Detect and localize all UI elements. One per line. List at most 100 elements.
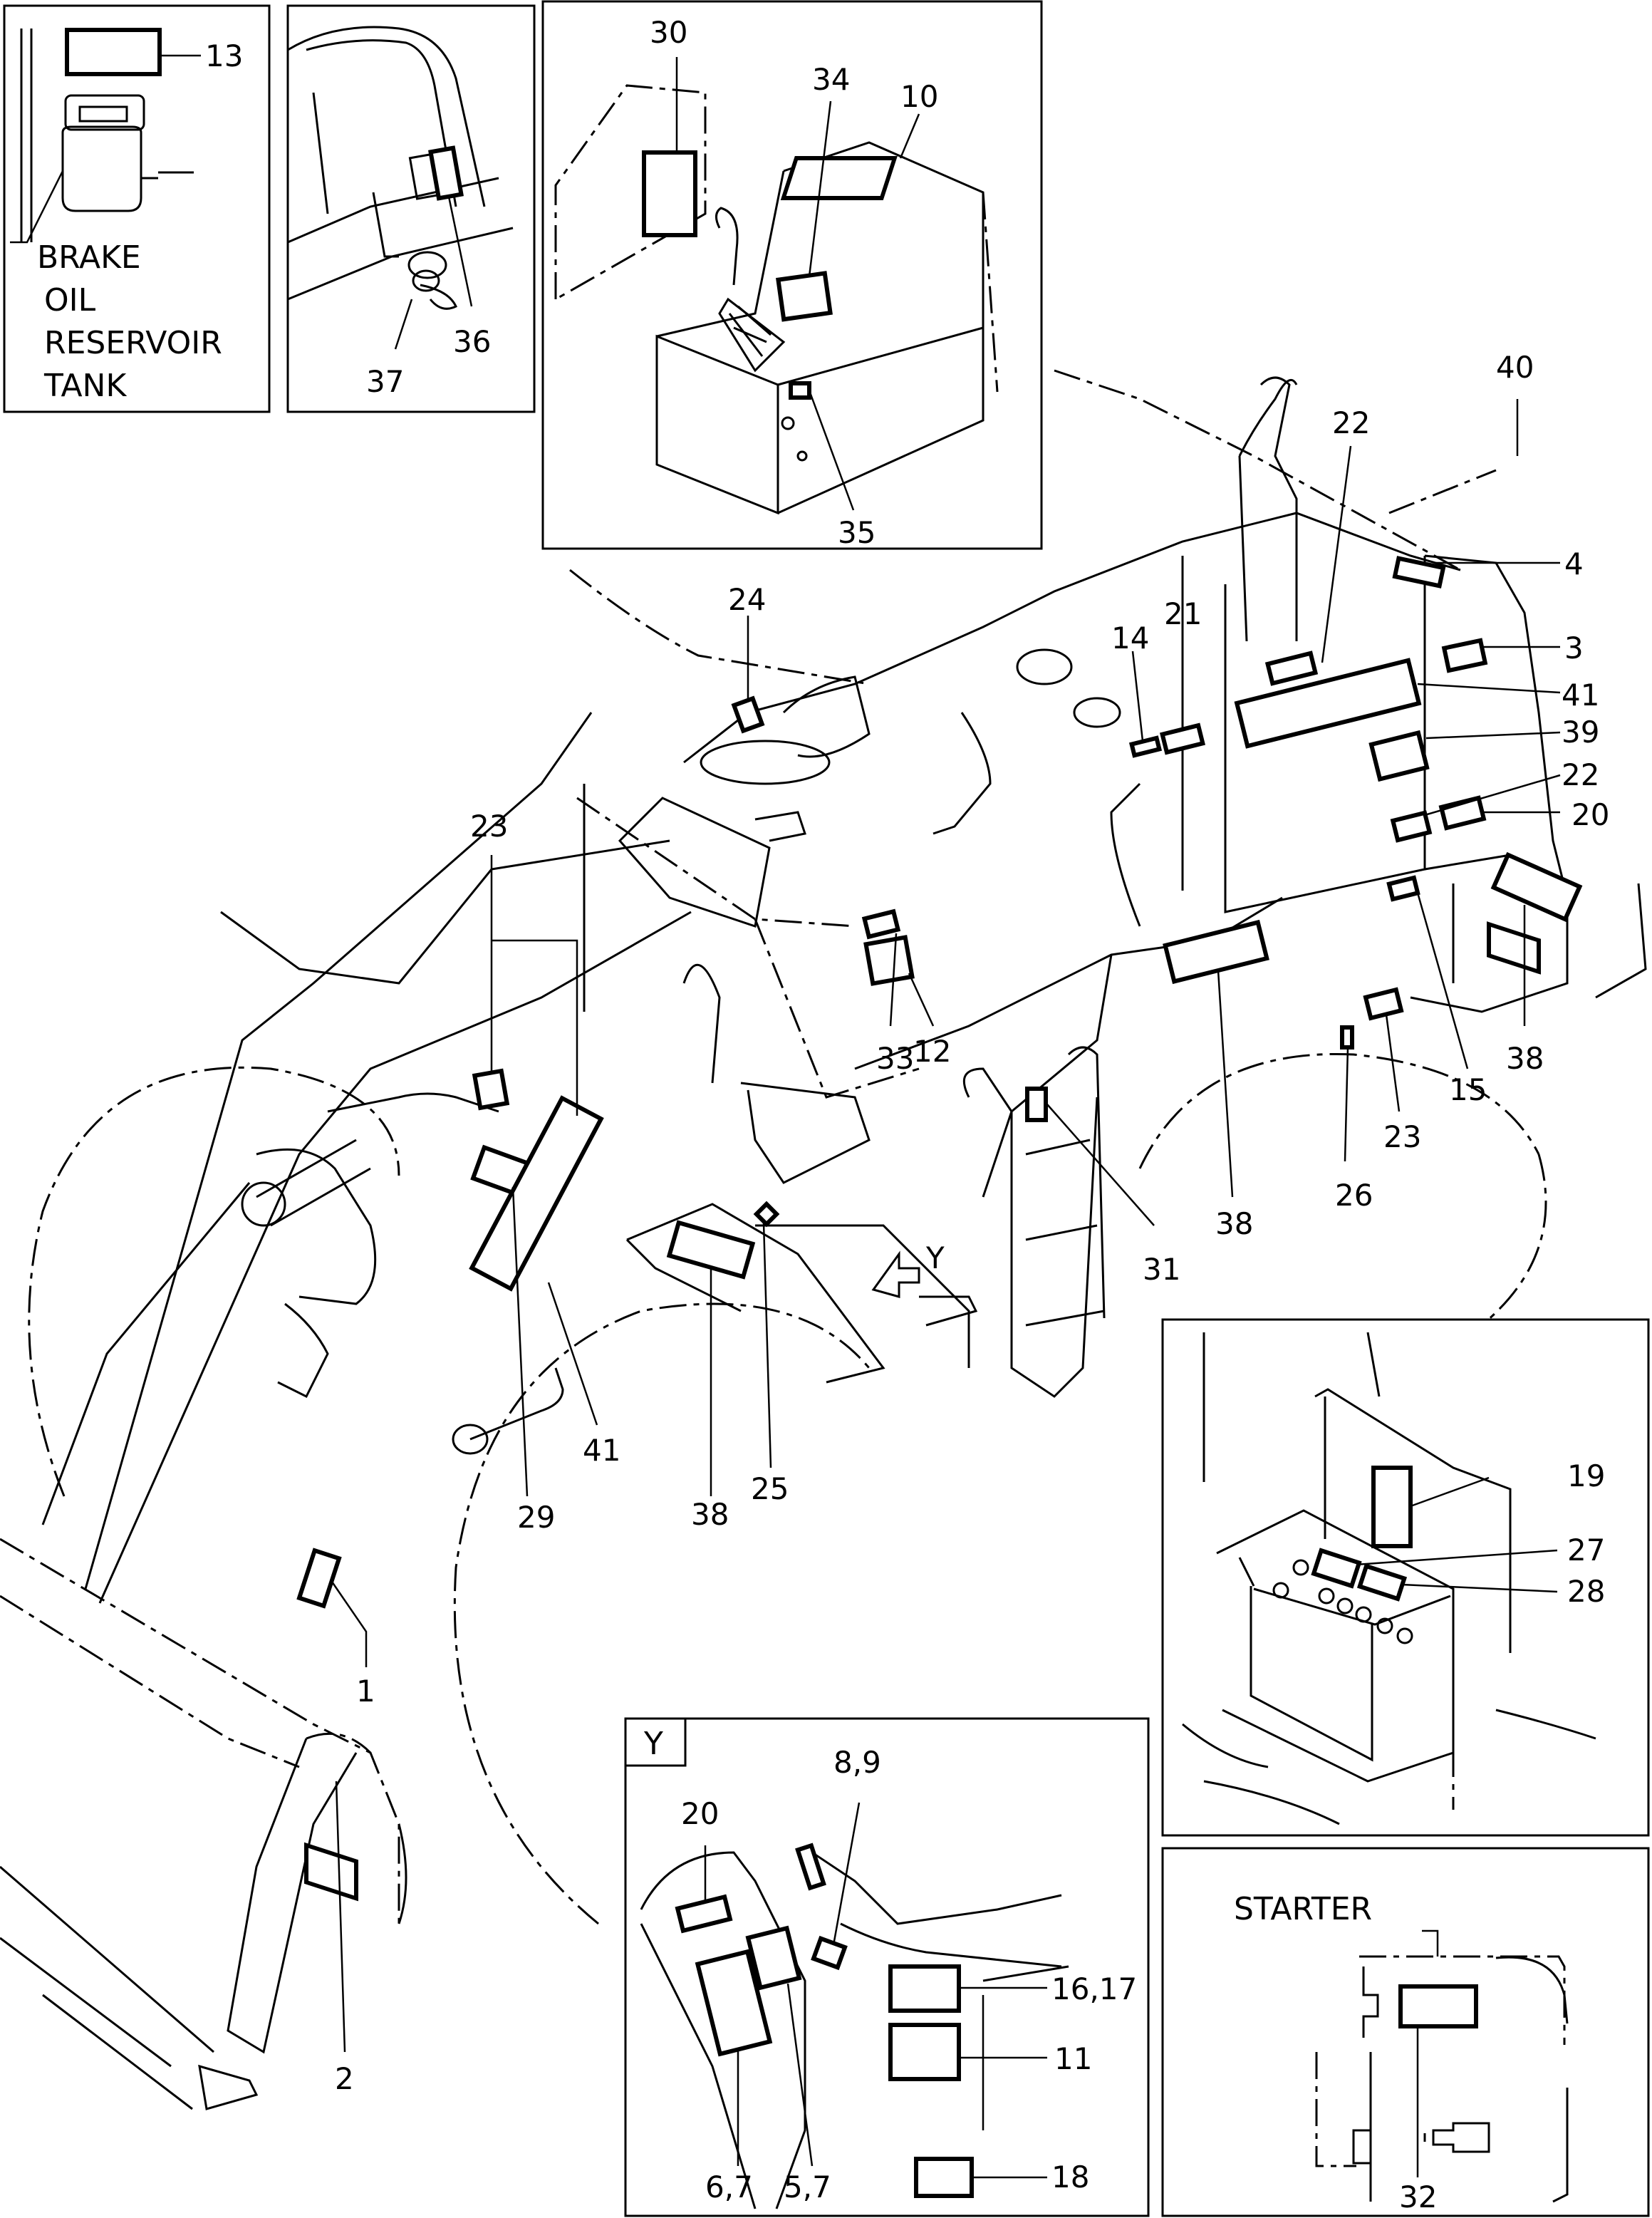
decal-20	[1438, 795, 1487, 831]
decal-10	[780, 156, 898, 200]
callout-32: 32	[1399, 2180, 1437, 2214]
decal-39	[1368, 730, 1430, 782]
inset-view-y: Y 8,9 20 16,17 11 6,7 5,7 18	[624, 1717, 1150, 2217]
inset-starter: STARTER 32	[1161, 1847, 1650, 2217]
decal-38-fender	[1163, 919, 1269, 985]
callout-8-9: 8,9	[833, 1745, 881, 1780]
callout-36: 36	[453, 324, 491, 359]
callout-41-boom: 41	[583, 1433, 620, 1468]
callout-35: 35	[838, 515, 876, 550]
callout-27: 27	[1567, 1533, 1605, 1567]
callout-40: 40	[1496, 350, 1534, 385]
decal-35	[789, 381, 811, 400]
decal-34	[776, 271, 833, 322]
brake-label-line-3: RESERVOIR	[44, 325, 222, 361]
decal-23-arm	[472, 1068, 510, 1111]
callout-19: 19	[1567, 1458, 1605, 1493]
callout-38-fender: 38	[1215, 1206, 1253, 1241]
decal-36	[428, 145, 464, 201]
callout-22-top: 22	[1332, 405, 1370, 440]
front-right-wheel	[453, 1302, 871, 1925]
inset-dash-key-switch: 37 36	[286, 4, 536, 413]
callout-41-body: 41	[1562, 678, 1599, 712]
decal-33	[861, 908, 901, 940]
callout-20-y: 20	[681, 1796, 719, 1831]
decal-40	[1487, 921, 1541, 975]
callout-5-7: 5,7	[784, 2170, 831, 2204]
callout-21: 21	[1164, 596, 1202, 631]
decal-23-rear	[1363, 987, 1404, 1021]
view-y-title: Y	[643, 1726, 663, 1762]
callout-6-7: 6,7	[705, 2170, 753, 2204]
callout-11: 11	[1054, 2041, 1092, 2076]
callout-29: 29	[517, 1500, 555, 1535]
decal-12	[863, 935, 915, 986]
decal-1	[296, 1548, 342, 1609]
front-left-wheel	[28, 1066, 400, 1497]
callout-37: 37	[366, 364, 404, 399]
inset-battery: 19 27 28	[1161, 1318, 1650, 1837]
callout-4: 4	[1564, 546, 1584, 581]
decal-6-7	[695, 1949, 773, 2057]
callout-34: 34	[812, 62, 850, 97]
callout-22-side: 22	[1562, 757, 1599, 792]
callout-1: 1	[356, 1674, 375, 1709]
inset-brake-oil-tank: 13 BRAKE OIL RESERVOIR TANK	[3, 4, 271, 413]
decal-25	[753, 1201, 780, 1228]
decal-41-boom	[469, 1095, 604, 1292]
callout-15: 15	[1449, 1072, 1487, 1107]
callout-25: 25	[751, 1471, 789, 1506]
decal-27	[1311, 1548, 1362, 1589]
decal-13	[65, 28, 162, 76]
cab	[683, 512, 1461, 764]
decal-15	[1386, 875, 1420, 902]
decal-18	[914, 2157, 974, 2198]
decal-5-7	[745, 1925, 802, 1991]
callout-30: 30	[650, 15, 687, 50]
callout-2: 2	[335, 2061, 354, 2096]
callout-33: 33	[876, 1041, 914, 1076]
rear-wheel	[1138, 1052, 1540, 1169]
decal-3	[1441, 638, 1488, 673]
decal-16-17	[888, 1964, 961, 2013]
decal-38-rear	[1490, 851, 1583, 923]
callout-14: 14	[1111, 621, 1149, 655]
callout-28: 28	[1567, 1574, 1605, 1609]
view-y-label: Y	[925, 1240, 945, 1275]
callout-16-17: 16,17	[1051, 1971, 1137, 2006]
decal-22-top	[1264, 651, 1319, 686]
decal-30	[642, 150, 697, 237]
callout-24: 24	[728, 582, 766, 617]
decal-14	[1128, 735, 1163, 758]
callout-12: 12	[913, 1034, 951, 1069]
decal-11	[888, 2023, 961, 2081]
decal-38-step	[666, 1220, 756, 1280]
callout-18: 18	[1051, 2160, 1089, 2194]
starter-label: STARTER	[1234, 1891, 1372, 1927]
decal-31	[1025, 1087, 1048, 1122]
callout-31: 31	[1143, 1252, 1180, 1287]
decal-19	[1371, 1466, 1413, 1548]
brake-label-line-1: BRAKE	[37, 239, 141, 276]
decal-28	[1356, 1563, 1408, 1602]
decal-8-9	[811, 1935, 848, 1971]
callout-10: 10	[900, 79, 938, 114]
decal-2	[304, 1842, 358, 1902]
decal-24	[731, 695, 765, 734]
decal-8-9-upper	[795, 1843, 826, 1891]
decal-41-body	[1234, 658, 1422, 749]
callout-20: 20	[1572, 797, 1609, 832]
decal-22-side	[1390, 810, 1433, 843]
decal-32	[1398, 1984, 1478, 2028]
callout-38-rear: 38	[1506, 1041, 1544, 1076]
brake-label-line-2: OIL	[44, 282, 96, 318]
callout-26: 26	[1335, 1178, 1373, 1213]
inset-console: 30 34 10 35	[541, 0, 1043, 550]
callout-23-arm: 23	[470, 809, 508, 844]
decal-21	[1159, 722, 1206, 755]
decal-4	[1392, 556, 1446, 589]
callout-38-step: 38	[691, 1497, 729, 1532]
callout-3: 3	[1564, 631, 1584, 665]
brake-label-line-4: TANK	[43, 368, 127, 404]
main-machine-view: Y	[0, 350, 1647, 2110]
